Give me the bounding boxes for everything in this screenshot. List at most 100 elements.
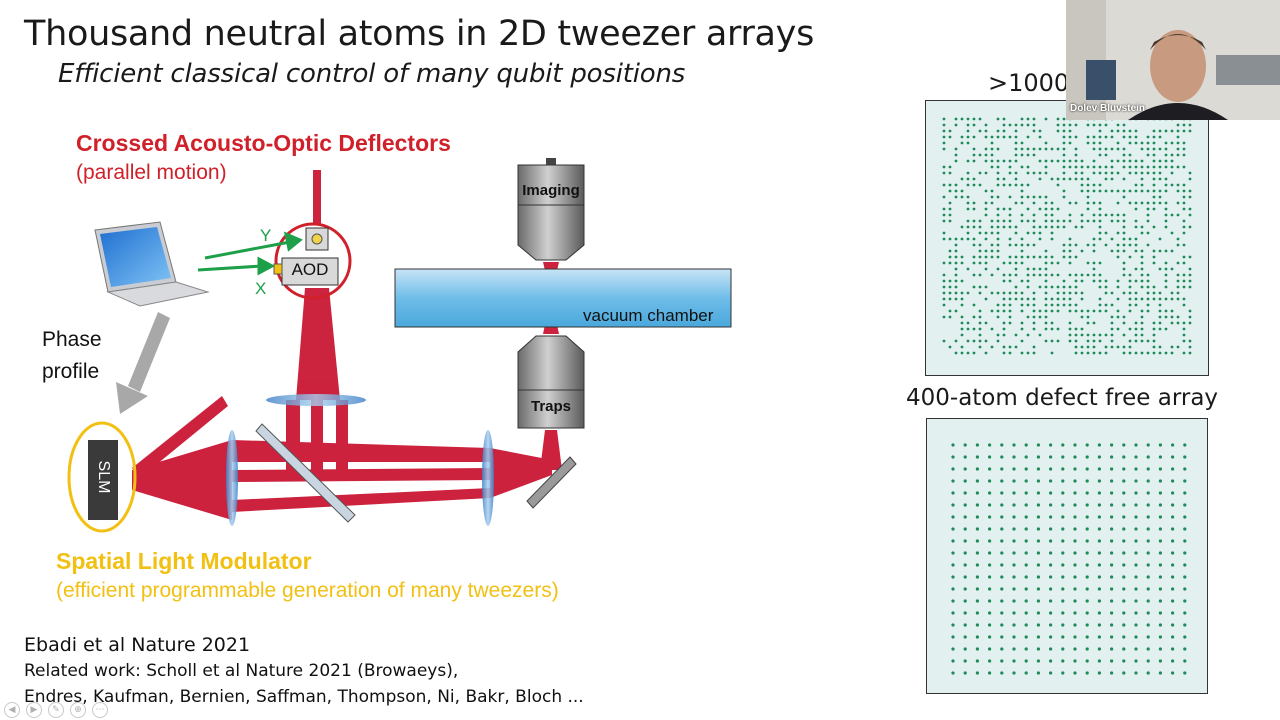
- atom-dot: [1140, 171, 1144, 175]
- atom-dot: [942, 117, 946, 121]
- atom-dot: [1182, 339, 1186, 343]
- atom-dot: [1128, 153, 1132, 157]
- atom-dot: [1122, 195, 1126, 199]
- atom-dot: [1092, 159, 1096, 163]
- atom-dot: [1146, 213, 1150, 217]
- atom-dot: [1026, 267, 1030, 271]
- atom-dot: [1110, 135, 1114, 139]
- atom-dot: [1073, 491, 1077, 495]
- atom-dot: [1134, 201, 1138, 205]
- atom-dot: [1122, 443, 1126, 447]
- atom-dot: [1098, 351, 1102, 355]
- atom-dot: [1110, 291, 1114, 295]
- atom-dot: [1044, 327, 1048, 331]
- atom-dot: [1146, 515, 1150, 519]
- atom-dot: [996, 309, 1000, 313]
- atom-dot: [1152, 321, 1156, 325]
- atom-dot: [1012, 455, 1016, 459]
- atom-dot: [1152, 147, 1156, 151]
- atom-dot: [1134, 249, 1138, 253]
- atom-dot: [1085, 491, 1089, 495]
- atom-dot: [984, 213, 988, 217]
- atom-dot: [984, 255, 988, 259]
- atom-dot: [951, 575, 955, 579]
- atom-dot: [1049, 467, 1053, 471]
- atom-dot: [1170, 171, 1174, 175]
- atom-dot: [1073, 479, 1077, 483]
- atom-dot: [1044, 291, 1048, 295]
- atom-dot: [1002, 321, 1006, 325]
- atom-dot: [1062, 165, 1066, 169]
- atom-dot: [1182, 327, 1186, 331]
- forward-icon[interactable]: ▶: [26, 702, 42, 718]
- atom-dot: [1122, 575, 1126, 579]
- atom-dot: [942, 141, 946, 145]
- atom-dot: [1098, 183, 1102, 187]
- atom-dot: [1171, 659, 1175, 663]
- atom-dot: [1002, 183, 1006, 187]
- atom-dot: [1068, 237, 1072, 241]
- atom-dot: [1092, 213, 1096, 217]
- pen-icon[interactable]: ✎: [48, 702, 64, 718]
- atom-dot: [942, 123, 946, 127]
- atom-dot: [954, 147, 958, 151]
- atom-dot: [996, 147, 1000, 151]
- atom-dot: [1110, 339, 1114, 343]
- atom-dot: [1024, 611, 1028, 615]
- atom-dot: [954, 297, 958, 301]
- atom-dot: [1036, 503, 1040, 507]
- zoom-icon[interactable]: ⊕: [70, 702, 86, 718]
- atom-dot: [1122, 243, 1126, 247]
- atom-dot: [966, 321, 970, 325]
- atom-dot: [984, 147, 988, 151]
- atom-dot: [1002, 177, 1006, 181]
- atom-dot: [1158, 171, 1162, 175]
- atom-dot: [1050, 351, 1054, 355]
- atom-dot: [1036, 443, 1040, 447]
- atom-dot: [978, 249, 982, 253]
- atom-dot: [1068, 261, 1072, 265]
- atom-dot: [1110, 345, 1114, 349]
- atom-dot: [1140, 189, 1144, 193]
- atom-dot: [1086, 177, 1090, 181]
- atom-dot: [1085, 443, 1089, 447]
- imaging-objective: [517, 158, 585, 261]
- atom-dot: [1140, 249, 1144, 253]
- atom-dot: [942, 303, 946, 307]
- atom-dot: [1024, 527, 1028, 531]
- atom-dot: [1032, 309, 1036, 313]
- menu-icon[interactable]: ⋯: [92, 702, 108, 718]
- atom-dot: [960, 141, 964, 145]
- atom-dot: [984, 261, 988, 265]
- atom-dot: [1085, 467, 1089, 471]
- atom-dot: [1000, 563, 1004, 567]
- atom-dot: [1188, 225, 1192, 229]
- atom-dot: [1044, 201, 1048, 205]
- atom-dot: [1000, 503, 1004, 507]
- atom-dot: [942, 195, 946, 199]
- atom-dot: [1026, 147, 1030, 151]
- atom-dot: [1036, 587, 1040, 591]
- atom-dot: [972, 339, 976, 343]
- atom-dot: [996, 207, 1000, 211]
- atom-dot: [1056, 261, 1060, 265]
- atom-dot: [1170, 183, 1174, 187]
- atom-dot: [1073, 623, 1077, 627]
- atom-dot: [1104, 177, 1108, 181]
- atom-dot: [1134, 623, 1138, 627]
- atom-dot: [948, 261, 952, 265]
- atom-dot: [1122, 635, 1126, 639]
- atom-dot: [963, 503, 967, 507]
- atom-dot: [1097, 527, 1101, 531]
- atom-dot: [1134, 563, 1138, 567]
- atom-dot: [1116, 231, 1120, 235]
- atom-dot: [1092, 279, 1096, 283]
- back-icon[interactable]: ◀: [4, 702, 20, 718]
- atom-dot: [1020, 165, 1024, 169]
- atom-dot: [1176, 273, 1180, 277]
- atom-dot: [1036, 659, 1040, 663]
- atom-dot: [988, 527, 992, 531]
- atom-dot: [1044, 219, 1048, 223]
- atom-dot: [1074, 243, 1078, 247]
- atom-dot: [1000, 515, 1004, 519]
